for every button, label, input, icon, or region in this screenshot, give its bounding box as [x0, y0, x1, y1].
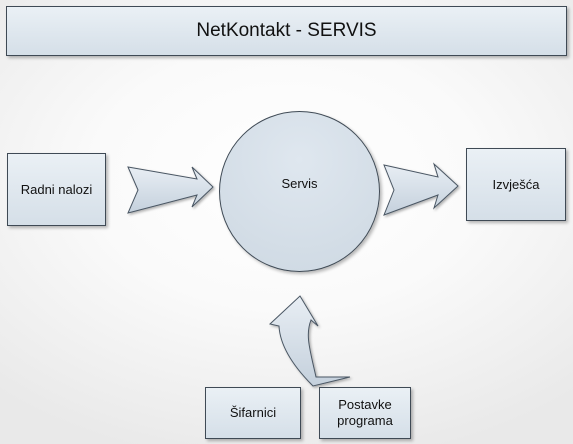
node-izvjesca-label: Izvješća: [492, 176, 540, 192]
node-postavke-label-line1: Postavke: [338, 397, 392, 413]
node-radni-nalozi-label: Radni nalozi: [20, 181, 93, 197]
arrow-servis-to-izvjesca: [383, 162, 459, 216]
node-radni-nalozi: Radni nalozi: [7, 153, 106, 226]
diagram-title: NetKontakt - SERVIS: [6, 6, 567, 56]
node-sifarnici-label: Šifarnici: [229, 405, 277, 421]
title-text: NetKontakt - SERVIS: [196, 19, 377, 41]
node-postavke-label-line2: programa: [337, 413, 393, 428]
node-servis-label: Servis: [281, 175, 318, 191]
node-postavke-programa: Postavke programa: [319, 387, 411, 439]
node-sifarnici: Šifarnici: [205, 387, 301, 439]
arrow-postavke-to-servis: [268, 295, 351, 387]
node-postavke-label: Postavke programa: [337, 397, 393, 428]
node-izvjesca: Izvješća: [466, 148, 566, 221]
node-servis: Servis: [219, 111, 380, 272]
arrow-radni-to-servis: [127, 166, 214, 214]
